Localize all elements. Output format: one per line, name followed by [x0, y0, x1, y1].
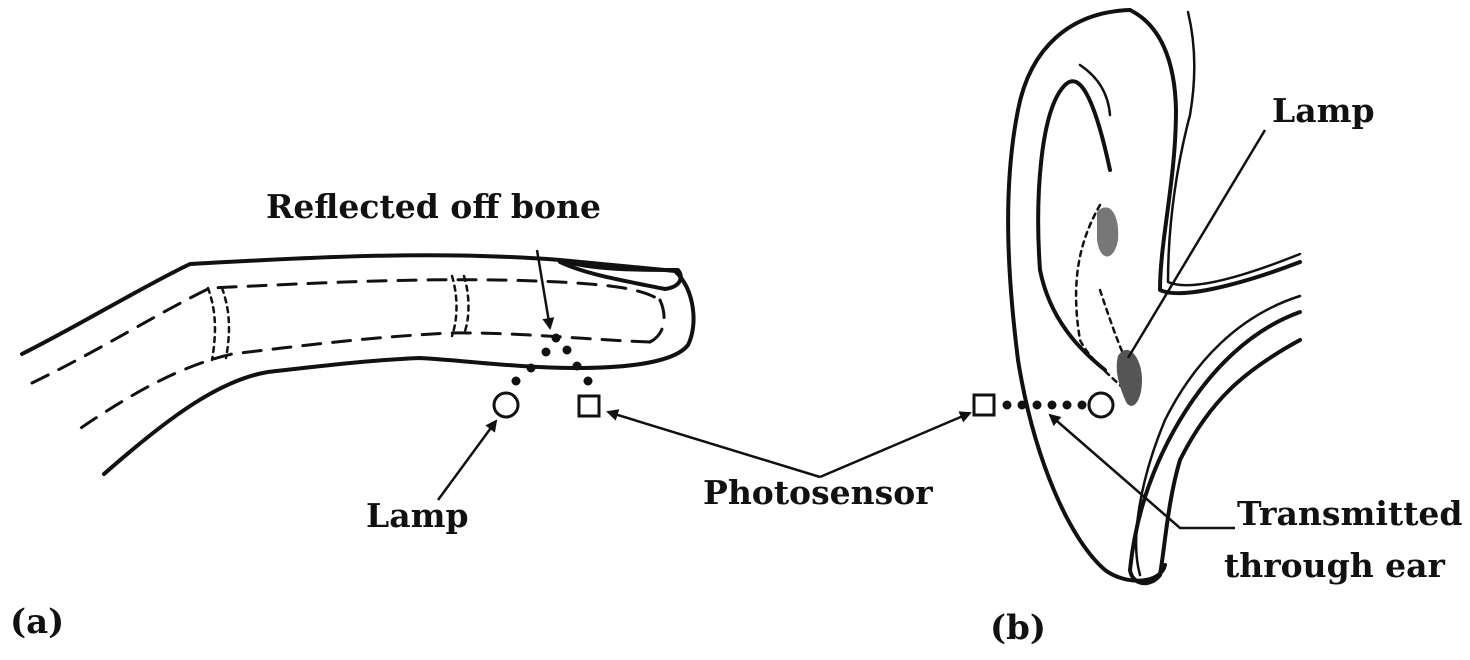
joint-line-2	[222, 288, 229, 358]
light-dot	[512, 377, 521, 386]
lamp-circle-ear	[1089, 393, 1113, 417]
label-photosensor: Photosensor	[703, 474, 933, 512]
ear-lobe-fold-inner	[1136, 296, 1300, 575]
light-dot	[542, 348, 551, 357]
ear-helix-rim-2	[1168, 12, 1300, 285]
light-dot	[1048, 401, 1057, 410]
panel-label-b: (b)	[990, 609, 1046, 648]
photosensor-square-finger	[579, 396, 599, 416]
bone-tip-outline	[650, 300, 664, 342]
lamp-arrow-finger	[438, 421, 496, 500]
joint-line-3	[452, 276, 457, 336]
light-dot	[563, 346, 572, 355]
ear-helix-rim-1	[1130, 10, 1300, 293]
label-lamp-ear: Lamp	[1272, 92, 1375, 130]
photosensor-arrow-finger	[608, 412, 820, 477]
light-dot	[552, 334, 561, 343]
finger-drawing	[22, 255, 694, 474]
transmitted-light-path	[1003, 401, 1087, 410]
joint-line-4	[464, 276, 469, 334]
light-dot	[584, 377, 593, 386]
light-dot	[1078, 401, 1087, 410]
joint-line-1	[208, 288, 215, 360]
light-dot	[1063, 401, 1072, 410]
reflected-light-path	[512, 334, 593, 386]
light-dot	[573, 362, 582, 371]
light-dot	[527, 364, 536, 373]
reflected-arrow	[537, 250, 550, 328]
light-dot	[1003, 401, 1012, 410]
light-dot	[1033, 401, 1042, 410]
panel-label-a: (a)	[10, 603, 64, 642]
label-reflected-off-bone: Reflected off bone	[266, 188, 601, 226]
label-lamp-finger: Lamp	[366, 497, 469, 535]
photosensor-square-ear	[974, 395, 994, 415]
label-transmitted-line2: through ear	[1224, 547, 1445, 585]
light-dot	[1018, 401, 1027, 410]
ear-shading	[1097, 207, 1142, 406]
photosensor-arrow-ear	[820, 413, 970, 477]
label-transmitted-line1: Transmitted	[1237, 495, 1463, 533]
lamp-circle-finger	[494, 393, 518, 417]
